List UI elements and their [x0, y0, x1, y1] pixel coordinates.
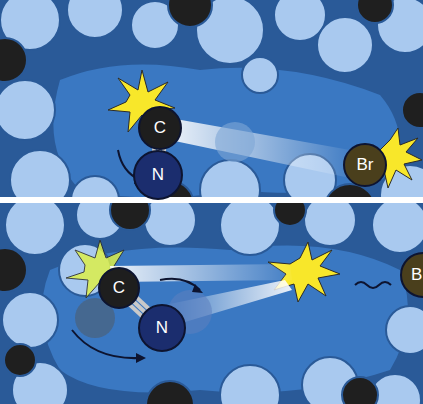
atom-circle: N	[133, 150, 183, 200]
atom-symbol: Br	[357, 155, 374, 175]
atom-symbol: N	[156, 318, 168, 338]
atom-circle: C	[98, 267, 140, 309]
atom-circle: C	[138, 106, 182, 150]
atom-symbol: N	[152, 165, 164, 185]
atom-symbol: B	[411, 265, 422, 285]
top-panel	[0, 0, 423, 198]
atom-circle: Br	[343, 143, 387, 187]
atom-symbol: C	[113, 278, 125, 298]
atom-symbol: C	[154, 118, 166, 138]
bottom-panel	[0, 202, 423, 404]
atom-circle: N	[138, 304, 186, 352]
